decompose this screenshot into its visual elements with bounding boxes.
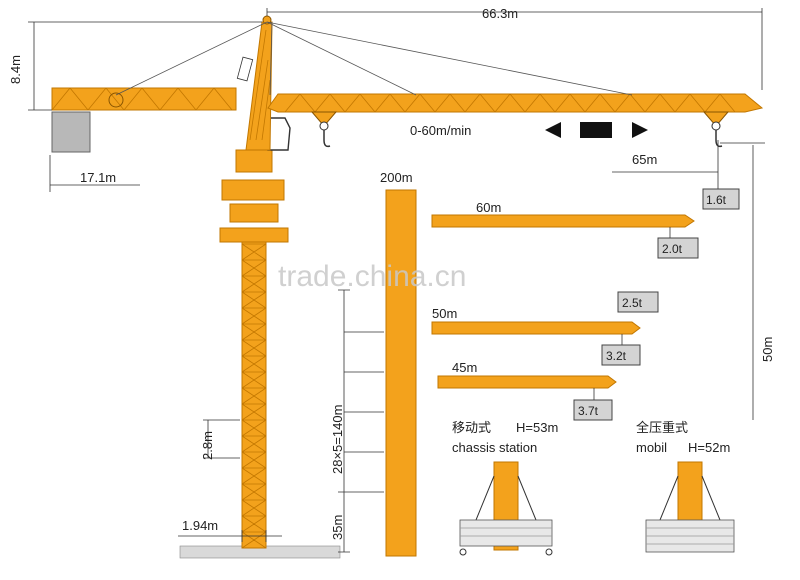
tie-ropes: [115, 21, 633, 96]
load-tag-5: 3.7t: [578, 404, 599, 418]
trolley-tip: [702, 111, 730, 148]
arrow-right-icon: [632, 122, 648, 138]
jib-option-60m: [431, 214, 695, 238]
arrow-left-icon: [545, 122, 561, 138]
tower-mast: [241, 239, 267, 549]
jib-60-label: 60m: [476, 200, 501, 215]
load-tag-1: 1.6t: [706, 193, 727, 207]
load-tag-2: 2.0t: [662, 242, 683, 256]
tower-head: [236, 15, 273, 151]
base-chassis-station: [459, 461, 553, 556]
dim-jib-length: 66.3m: [482, 6, 518, 21]
tower-column-200m: [385, 189, 417, 557]
base-1-height: H=53m: [516, 420, 558, 435]
counter-jib: [51, 87, 237, 153]
dim-counter-jib: 17.1m: [80, 170, 116, 185]
dim-top-height: 8.4m: [8, 55, 23, 84]
mast-bracing: [241, 243, 267, 549]
dim-height-50: 50m: [760, 337, 775, 362]
load-tag-4: 3.2t: [606, 349, 627, 363]
load-tag-3: 2.5t: [622, 296, 643, 310]
counterweight: [51, 111, 91, 153]
dim-mast-section: 2.8m: [200, 431, 215, 460]
trolley-inner: [310, 111, 338, 148]
dim-mast-width: 1.94m: [182, 518, 218, 533]
jib-option-50m: [431, 321, 641, 345]
jib-50-label: 50m: [432, 306, 457, 321]
trolley-speed: 0-60m/min: [410, 123, 471, 138]
load-tag-box-2: [657, 237, 699, 259]
load-tag-box-3: [617, 291, 659, 313]
travel-indicator: [545, 122, 648, 138]
watermark: trade.china.cn: [278, 260, 466, 293]
slewing-section: [219, 149, 289, 243]
base-1-name-en: chassis station: [452, 440, 537, 455]
jib-45-label: 45m: [452, 360, 477, 375]
dim-mast-sections: 28×5=140m: [330, 405, 345, 474]
base-mobil: [645, 461, 735, 553]
jib-option-45m: [437, 375, 617, 400]
dim-radius-65: 65m: [632, 152, 657, 167]
base-2-height: H=52m: [688, 440, 730, 455]
trolley-block-icon: [580, 122, 612, 138]
main-jib: [267, 93, 764, 113]
load-tag-box-4: [601, 344, 641, 366]
load-tag-box-1: [702, 188, 740, 210]
operator-cab: [267, 117, 291, 151]
dim-base-height: 35m: [330, 515, 345, 540]
base-2-name-cn: 全压重式: [636, 420, 688, 435]
base-2-name-en: mobil: [636, 440, 667, 455]
load-tag-box-5: [573, 399, 613, 421]
base-1-name-cn: 移动式: [452, 420, 491, 435]
dim-height-200: 200m: [380, 170, 413, 185]
